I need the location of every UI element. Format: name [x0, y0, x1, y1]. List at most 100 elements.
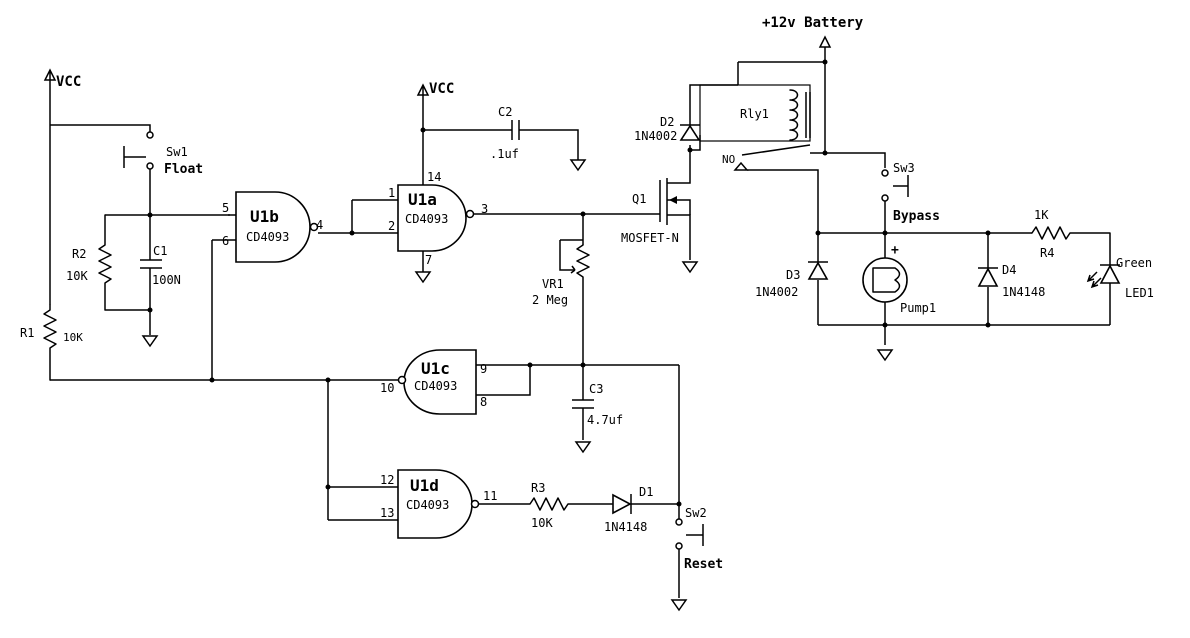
r3-value: 10K: [531, 516, 553, 530]
c3-value: 4.7uf: [587, 413, 623, 427]
c2-value: .1uf: [490, 147, 519, 161]
sw3-name: Sw3: [893, 161, 915, 175]
wire-battery-rail: [824, 47, 886, 168]
r4-name: R4: [1040, 246, 1054, 260]
u1d-pin13: 13: [380, 506, 394, 520]
r1-name: R1: [20, 326, 34, 340]
q1-part: MOSFET-N: [621, 231, 679, 245]
r1-value: 10K: [63, 331, 83, 344]
c1-name: C1: [153, 244, 167, 258]
gate-u1d: U1d CD4093 12 13 11: [380, 469, 497, 539]
capacitor-c3: C3 4.7uf: [572, 365, 623, 440]
led-color: Green: [1116, 256, 1152, 270]
d2-part: 1N4002: [634, 129, 677, 143]
diode-d1: D1 1N4148: [604, 485, 679, 534]
mosfet-q1: Q1 MOSFET-N: [621, 160, 691, 260]
r2-name: R2: [72, 247, 86, 261]
vcc-mid-symbol: VCC: [416, 81, 454, 97]
d1-part: 1N4148: [604, 520, 647, 534]
c3-name: C3: [589, 382, 603, 396]
gate-u1b: U1b CD4093 5 6 4: [211, 191, 323, 380]
pump-name: Pump1: [900, 301, 936, 315]
u1c-pin9: 9: [480, 362, 487, 376]
sw3-label: Bypass: [893, 209, 940, 224]
u1b-pin5: 5: [222, 201, 229, 215]
ground-c3: [574, 441, 592, 454]
d2-name: D2: [660, 115, 674, 129]
c1-value: 100N: [152, 273, 181, 287]
sw2-label: Reset: [684, 557, 723, 572]
q1-name: Q1: [632, 192, 646, 206]
u1a-pin1: 1: [388, 186, 395, 200]
gate-u1a: U1a CD4093 1 2 3 14 7: [388, 170, 488, 267]
r4-value: 1K: [1034, 208, 1049, 222]
u1a-pin7: 7: [425, 253, 432, 267]
d4-name: D4: [1002, 263, 1016, 277]
sw1-label: Float: [164, 162, 203, 177]
junction-c2: [420, 127, 426, 133]
capacitor-c1: C1 100N: [140, 215, 181, 335]
led-led1: Green LED1: [1086, 256, 1154, 325]
relay-no-label: NO: [722, 153, 735, 166]
u1d-name: U1d: [410, 476, 439, 495]
junction-c1-r2: [147, 307, 153, 313]
u1d-pin11: 11: [483, 489, 497, 503]
pump-polarity: +: [891, 243, 899, 258]
wire-u1a-inputs: [351, 199, 398, 234]
ground-c2: [569, 159, 587, 172]
u1a-pin14: 14: [427, 170, 441, 184]
sw2-name: Sw2: [685, 506, 707, 520]
gate-u1c: U1c CD4093 10 9 8: [380, 349, 487, 415]
u1d-part: CD4093: [406, 498, 449, 512]
switch-sw2: Sw2 Reset: [675, 506, 723, 598]
r3-name: R3: [531, 481, 545, 495]
led-name: LED1: [1125, 286, 1154, 300]
capacitor-c2: C2 .1uf: [423, 105, 579, 161]
u1a-part: CD4093: [405, 212, 448, 226]
resistor-r1: R1 10K: [20, 304, 83, 381]
u1b-pin4: 4: [316, 218, 323, 232]
r2-value: 10K: [66, 269, 88, 283]
u1c-name: U1c: [421, 359, 450, 378]
d4-part: 1N4148: [1002, 285, 1045, 299]
diode-d2: D2 1N4002: [634, 84, 738, 160]
u1b-pin6: 6: [222, 234, 229, 248]
battery-label: +12v Battery: [762, 15, 864, 31]
rly1-name: Rly1: [740, 107, 769, 121]
battery-symbol: +12v Battery: [762, 15, 864, 48]
ground-u1a: [414, 271, 432, 284]
switch-sw3: Sw3 Bypass: [881, 161, 940, 233]
u1d-pin12: 12: [380, 473, 394, 487]
resistor-r4: 1K R4: [1031, 208, 1111, 266]
u1b-name: U1b: [250, 207, 279, 226]
diode-d3: D3 1N4002: [755, 233, 829, 325]
u1a-name: U1a: [408, 190, 437, 209]
c2-name: C2: [498, 105, 512, 119]
junction-bat-top: [822, 59, 828, 65]
d1-name: D1: [639, 485, 653, 499]
ground-q1: [681, 261, 699, 274]
u1c-pin10: 10: [380, 381, 394, 395]
u1c-pin8: 8: [480, 395, 487, 409]
wire-u1c-inputs: [476, 364, 679, 396]
d3-name: D3: [786, 268, 800, 282]
vcc-left-rail: [49, 80, 151, 305]
wire-u1d-inputs: [327, 380, 398, 521]
junction-u1b-pin6: [209, 377, 215, 383]
vcc-left-label: VCC: [56, 74, 81, 90]
d3-part: 1N4002: [755, 285, 798, 299]
u1c-part: CD4093: [414, 379, 457, 393]
diode-d4: D4 1N4148: [977, 233, 1045, 325]
relay-rly1: Rly1 NO: [699, 61, 825, 233]
ground-c1: [141, 335, 159, 348]
u1b-part: CD4093: [246, 230, 289, 244]
sw1-name: Sw1: [166, 145, 188, 159]
junction-u1a-in: [349, 230, 355, 236]
resistor-r2: R2 10K: [66, 214, 151, 311]
switch-sw1: Sw1 Float: [123, 131, 203, 215]
u1a-pin2: 2: [388, 219, 395, 233]
potentiometer-vr1: VR1 2 Meg: [532, 214, 590, 366]
ground-pump: [876, 349, 894, 362]
vcc-mid-label: VCC: [429, 81, 454, 97]
